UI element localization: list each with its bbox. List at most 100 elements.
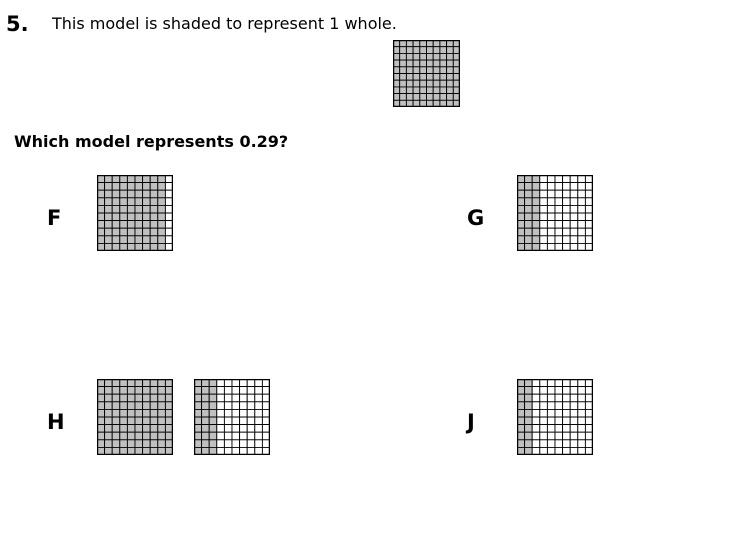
option-j-letter[interactable]: J (467, 410, 475, 434)
option-j-model[interactable] (517, 379, 593, 455)
grid-cell-shaded (525, 409, 533, 417)
grid-cell-empty (224, 440, 232, 448)
grid-cell-shaded (209, 402, 217, 410)
grid-cell-shaded (447, 94, 454, 101)
grid-cell-shaded (532, 228, 540, 236)
grid-cell-empty (217, 440, 225, 448)
grid-cell-shaded (400, 74, 407, 81)
grid-cell-empty (555, 221, 563, 229)
grid-cell-empty (217, 387, 225, 395)
grid-cell-shaded (127, 221, 135, 229)
grid-cell-shaded (143, 198, 151, 206)
grid-cell-shaded (127, 432, 135, 440)
grid-cell-shaded (135, 402, 143, 410)
grid-cell-empty (547, 409, 555, 417)
grid-cell-shaded (420, 53, 427, 60)
grid-cell-shaded (420, 80, 427, 87)
grid-cell-shaded (209, 387, 217, 395)
grid-cell-empty (247, 402, 255, 410)
grid-cell-shaded (112, 221, 120, 229)
grid-cell-shaded (440, 60, 447, 67)
grid-cell-shaded (105, 213, 113, 221)
grid-cell-empty (217, 402, 225, 410)
option-g-letter[interactable]: G (467, 206, 485, 230)
grid-cell-shaded (158, 409, 166, 417)
grid-cell-shaded (202, 387, 210, 395)
grid-cell-empty (555, 394, 563, 402)
grid-cell-shaded (165, 447, 173, 455)
option-f-model[interactable] (97, 175, 173, 251)
grid-cell-empty (578, 387, 586, 395)
grid-cell-empty (255, 387, 263, 395)
grid-cell-empty (232, 432, 240, 440)
grid-cell-shaded (406, 60, 413, 67)
grid-cell-empty (563, 425, 571, 433)
grid-cell-empty (540, 236, 548, 244)
grid-cell-empty (570, 402, 578, 410)
grid-cell-empty (547, 387, 555, 395)
grid-cell-empty (555, 402, 563, 410)
grid-cell-shaded (440, 53, 447, 60)
grid-cell-shaded (209, 409, 217, 417)
grid-cell-shaded (440, 80, 447, 87)
option-h-letter[interactable]: H (47, 410, 65, 434)
grid-cell-empty (532, 440, 540, 448)
grid-cell-shaded (158, 402, 166, 410)
option-f-letter[interactable]: F (47, 206, 62, 230)
grid-cell-shaded (150, 387, 158, 395)
grid-cell-shaded (143, 387, 151, 395)
grid-cell-empty (563, 440, 571, 448)
grid-cell-shaded (209, 425, 217, 433)
grid-cell-empty (578, 417, 586, 425)
grid-cell-shaded (127, 228, 135, 236)
grid-cell-shaded (143, 409, 151, 417)
grid-cell-shaded (158, 236, 166, 244)
grid-cell-shaded (525, 432, 533, 440)
grid-cell-shaded (525, 221, 533, 229)
grid-cell-shaded (127, 387, 135, 395)
grid-cell-shaded (112, 402, 120, 410)
grid-cell-empty (570, 440, 578, 448)
grid-cell-empty (555, 432, 563, 440)
grid-cell-shaded (112, 183, 120, 191)
grid-cell-empty (540, 228, 548, 236)
grid-cell-empty (540, 387, 548, 395)
grid-cell-empty (555, 417, 563, 425)
grid-cell-shaded (143, 205, 151, 213)
grid-cell-shaded (127, 409, 135, 417)
grid-cell-empty (232, 409, 240, 417)
grid-cell-shaded (135, 417, 143, 425)
grid-cell-empty (563, 198, 571, 206)
option-g-model[interactable] (517, 175, 593, 251)
grid-cell-empty (547, 228, 555, 236)
option-h-model-whole[interactable] (97, 379, 173, 455)
grid-cell-shaded (127, 402, 135, 410)
grid-cell-empty (540, 183, 548, 191)
grid-cell-shaded (112, 432, 120, 440)
grid-cell-empty (532, 402, 540, 410)
grid-cell-empty (240, 417, 248, 425)
grid-cell-empty (555, 440, 563, 448)
grid-cell-empty (255, 425, 263, 433)
grid-cell-empty (232, 394, 240, 402)
grid-cell-shaded (158, 183, 166, 191)
grid-cell-shaded (143, 213, 151, 221)
grid-cell-shaded (112, 387, 120, 395)
grid-cell-shaded (143, 432, 151, 440)
grid-cell-shaded (120, 394, 128, 402)
grid-cell-shaded (158, 228, 166, 236)
grid-cell-shaded (413, 53, 420, 60)
grid-cell-shaded (525, 394, 533, 402)
grid-cell-shaded (105, 394, 113, 402)
option-h-model-part[interactable] (194, 379, 270, 455)
grid-cell-empty (555, 183, 563, 191)
grid-cell-shaded (202, 394, 210, 402)
grid-cell-empty (232, 387, 240, 395)
grid-cell-shaded (420, 87, 427, 94)
grid-cell-shaded (120, 198, 128, 206)
grid-cell-shaded (105, 228, 113, 236)
grid-cell-empty (578, 236, 586, 244)
grid-cell-empty (224, 425, 232, 433)
grid-cell-empty (555, 236, 563, 244)
grid-cell-shaded (120, 228, 128, 236)
